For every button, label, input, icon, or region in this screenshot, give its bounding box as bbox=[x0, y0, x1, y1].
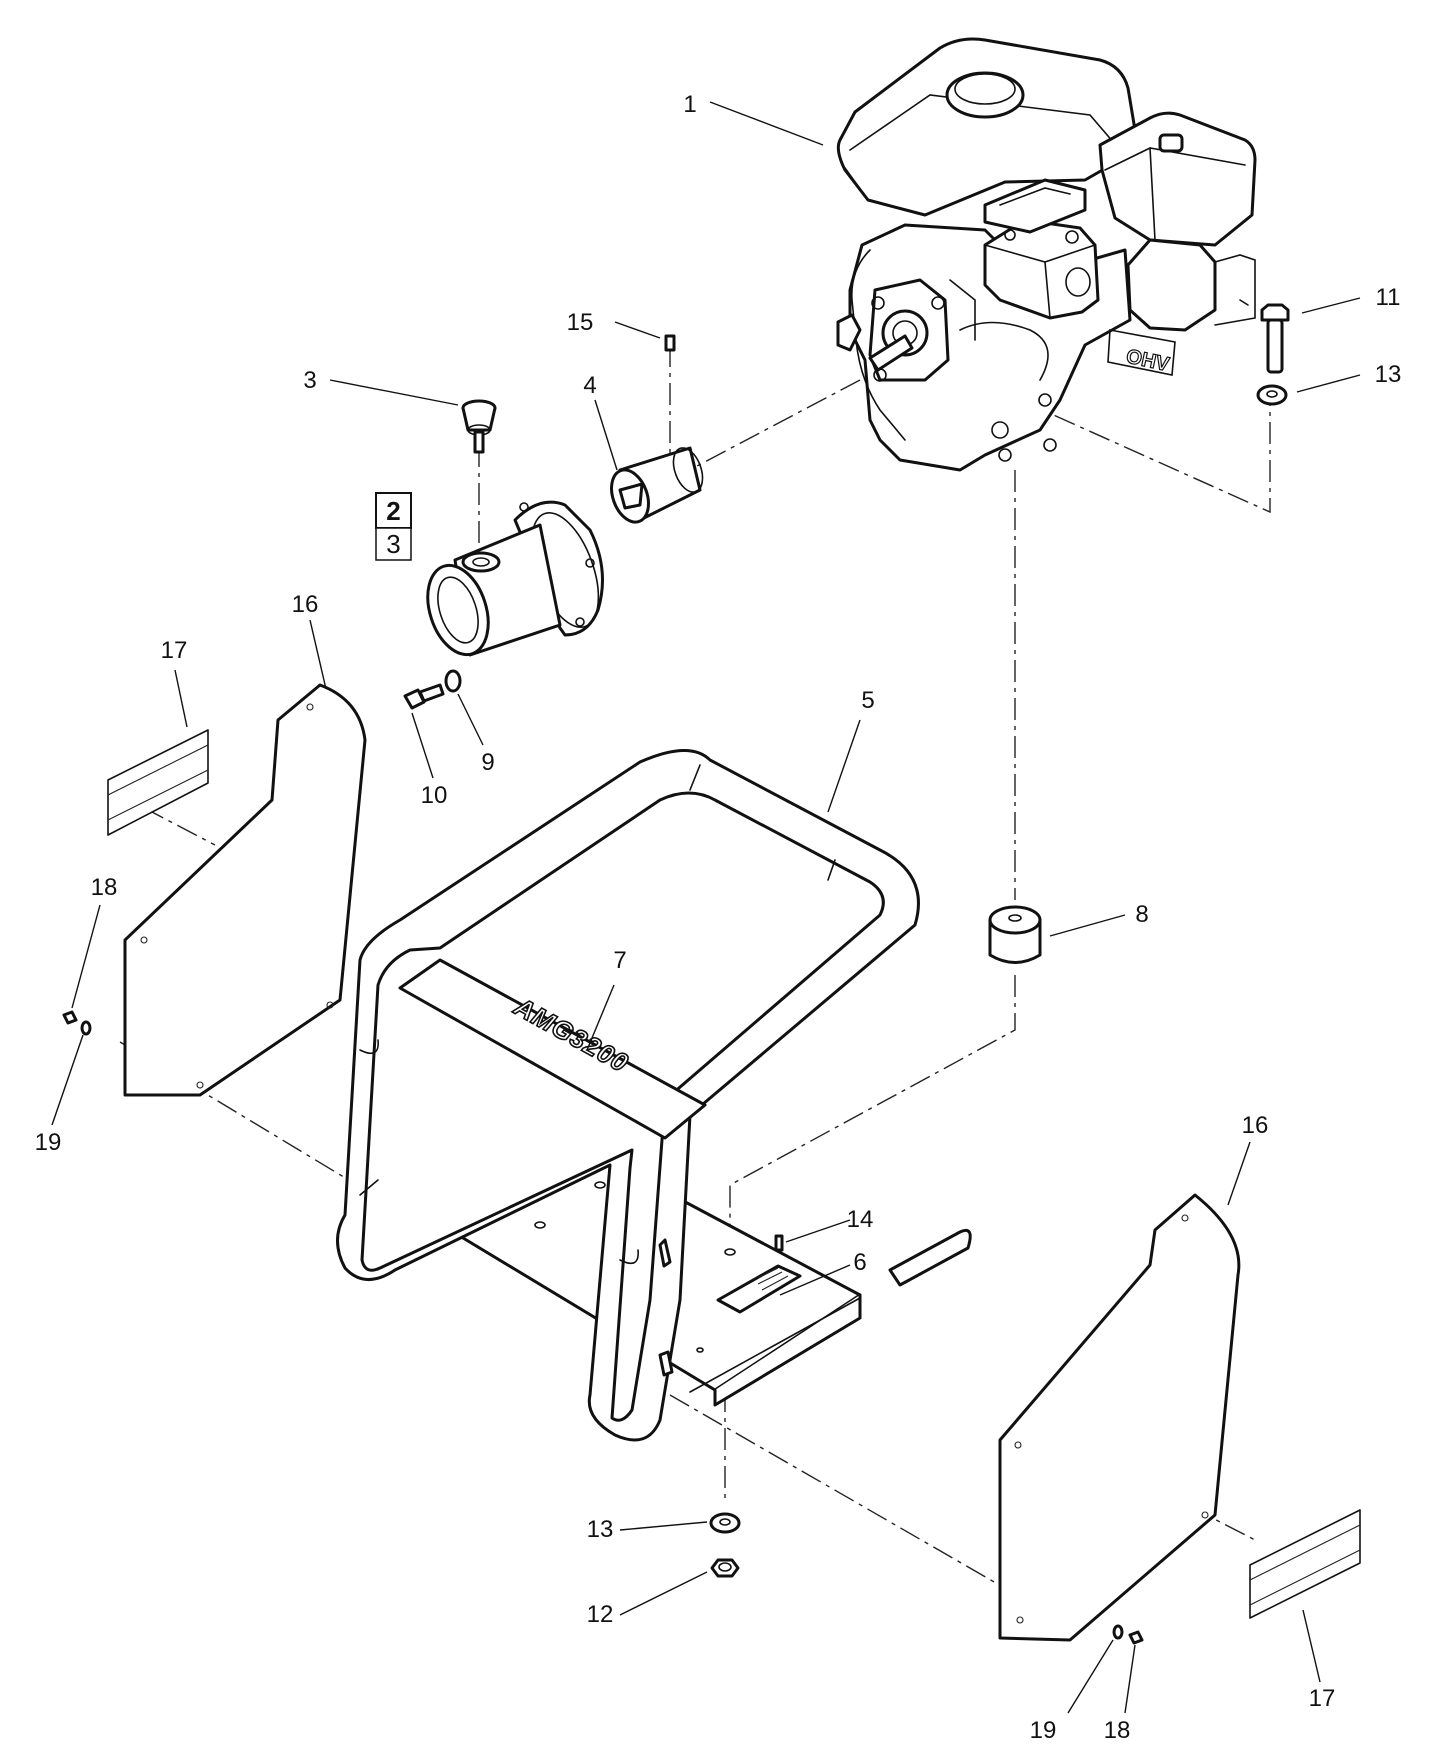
frame-part-5: AMG3200 bbox=[336, 749, 972, 1442]
callout-6: 6 bbox=[853, 1249, 866, 1276]
coupling-part-4 bbox=[610, 446, 704, 524]
callout-19-right: 19 bbox=[1030, 1717, 1057, 1744]
callout-11: 11 bbox=[1376, 284, 1401, 311]
callout-labels: 1 3 4 15 5 11 13 8 7 14 6 13 12 10 9 16 … bbox=[35, 91, 1402, 1744]
label-plate-part-6 bbox=[716, 1264, 802, 1314]
callout-13-bottom: 13 bbox=[587, 1516, 614, 1543]
decal-part-17-right bbox=[1249, 1509, 1361, 1619]
washer-part-9 bbox=[444, 669, 462, 693]
callout-15: 15 bbox=[567, 309, 594, 336]
callout-12: 12 bbox=[587, 1601, 614, 1628]
washer-part-19-left bbox=[80, 1020, 92, 1036]
screw-part-14 bbox=[774, 1234, 784, 1252]
callout-19-left: 19 bbox=[35, 1129, 62, 1156]
callout-3: 3 bbox=[303, 367, 316, 394]
washer-part-13-bottom bbox=[709, 1512, 741, 1534]
callout-10: 10 bbox=[421, 782, 448, 809]
set-screw-part-15 bbox=[664, 334, 676, 352]
kit-reference-box: 2 3 bbox=[375, 492, 412, 561]
callout-18-right: 18 bbox=[1104, 1717, 1131, 1744]
adapter-housing-part-2 bbox=[426, 500, 604, 657]
callout-16-left: 16 bbox=[292, 591, 319, 618]
kit-box-top: 2 bbox=[386, 496, 400, 526]
callout-17-right: 17 bbox=[1309, 1685, 1336, 1712]
bolt-part-10 bbox=[403, 683, 445, 710]
callout-9: 9 bbox=[481, 749, 494, 776]
rubber-mount-part-8 bbox=[988, 905, 1042, 964]
kit-box-bottom: 3 bbox=[386, 529, 400, 559]
callout-13-top: 13 bbox=[1375, 361, 1402, 388]
nut-part-12 bbox=[710, 1558, 740, 1578]
callout-18-left: 18 bbox=[91, 874, 118, 901]
side-panel-part-16-left bbox=[123, 683, 367, 1097]
washer-part-19-right bbox=[1112, 1624, 1124, 1640]
screw-part-18-right bbox=[1128, 1630, 1144, 1645]
callout-8: 8 bbox=[1135, 901, 1148, 928]
callout-4: 4 bbox=[583, 372, 596, 399]
callout-16-right: 16 bbox=[1242, 1112, 1269, 1139]
bolt-part-11 bbox=[1260, 303, 1290, 374]
side-panel-part-16-right bbox=[998, 1193, 1241, 1642]
callout-14: 14 bbox=[847, 1206, 874, 1233]
callout-1: 1 bbox=[683, 91, 696, 118]
callout-5: 5 bbox=[861, 687, 874, 714]
decal-part-17-left bbox=[107, 729, 209, 836]
washer-part-13-top bbox=[1256, 384, 1288, 406]
screw-part-18-left bbox=[62, 1010, 78, 1025]
engine-ohv-mark: OHV bbox=[1124, 345, 1172, 376]
engine-part-1: OHV bbox=[836, 37, 1257, 472]
callout-17-left: 17 bbox=[161, 637, 188, 664]
knob-part-3 bbox=[461, 399, 497, 454]
leader-lines bbox=[51, 101, 1361, 1714]
callout-7: 7 bbox=[613, 947, 626, 974]
